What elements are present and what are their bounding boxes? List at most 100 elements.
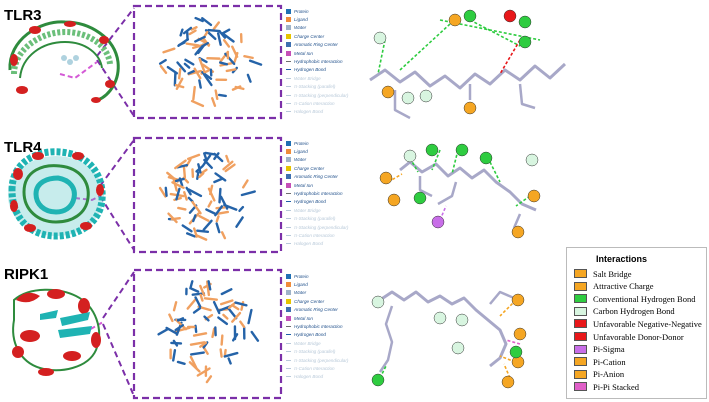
stick-bond (248, 59, 263, 66)
stick-bond (162, 47, 176, 54)
mini-legend-swatch (286, 226, 291, 228)
mini-legend-swatch (286, 157, 291, 163)
residue-disc (518, 15, 532, 29)
stick-bond (205, 208, 216, 215)
legend-swatch (574, 332, 587, 341)
stick-bond (231, 333, 239, 342)
interaction-line (499, 355, 521, 365)
stick-bond (190, 351, 205, 356)
stick-bond (194, 324, 198, 334)
mini-legend-item-bridge: Water Bridge (284, 339, 360, 347)
residue-disc (448, 13, 462, 27)
stick-bond (196, 171, 200, 181)
mini-legend-swatch (286, 273, 291, 279)
stick-bond (176, 61, 187, 73)
legend-label: Attractive Charge (593, 281, 654, 292)
residue-backbone (393, 90, 411, 120)
stick-bond (189, 341, 206, 346)
stick-bond (172, 348, 177, 362)
mini-legend-label: π-Stacking (perpendicular) (294, 92, 349, 98)
stick-bond (177, 206, 187, 211)
stick-bond (196, 367, 211, 377)
zoom-box-tlr3 (132, 4, 283, 120)
stick-bond (199, 284, 206, 297)
stick-bond (207, 28, 221, 33)
legend-label: Pi-Sigma (593, 344, 625, 355)
mini-legend-item-protein: Protein (284, 272, 360, 280)
residue-disc (509, 345, 523, 359)
mini-legend-item-hbond: Hydrogen Bond (284, 66, 360, 74)
stick-bond (172, 301, 178, 312)
stick-bond (191, 292, 206, 296)
mini-legend-label: π-Cation Interaction (294, 232, 335, 238)
residue-disc (525, 153, 539, 167)
mini-legend-label: Water (294, 157, 307, 163)
mini-legend-swatch (286, 140, 291, 146)
stick-bond (189, 280, 194, 290)
stick-bond (234, 301, 248, 307)
stick-bond (240, 190, 256, 197)
legend-swatch (574, 306, 587, 316)
stick-bond (227, 307, 238, 320)
residue-disc (413, 191, 427, 205)
mini-legend-swatch (286, 111, 291, 113)
residue-disc (451, 341, 465, 355)
stick-bond (202, 73, 213, 87)
stick-bond (235, 216, 244, 228)
stick-bond (194, 296, 202, 308)
stick-bond (225, 68, 237, 73)
legend-label: Unfavorable Negative-Negative (593, 318, 702, 329)
mini-legend-swatch (286, 376, 291, 378)
stick-bond (241, 179, 249, 189)
mini-legend-item-halogen: Halogen Bond (284, 108, 360, 116)
protein-structure-tlr4 (8, 148, 106, 240)
mini-legend-item-water: Water (284, 289, 360, 297)
legend-item: Attractive Charge (574, 281, 654, 292)
stick-bond (174, 159, 187, 170)
stick-bond (182, 26, 193, 35)
stick-bond (186, 232, 196, 238)
stick-bond (219, 61, 229, 66)
legend-label: Unfavorable Donor-Donor (593, 331, 684, 342)
panel-title-tlr4: TLR4 (4, 139, 42, 156)
stick-bond (174, 177, 185, 183)
mini-legend-label: π-Stacking (parallel) (294, 216, 336, 222)
mini-legend-swatch (286, 50, 291, 56)
stick-bond (185, 42, 200, 47)
mini-legend-swatch (286, 234, 291, 236)
stick-bond (243, 55, 254, 60)
stick-bond (231, 311, 242, 323)
stick-bond (198, 214, 210, 222)
mini-legend-item-picat: π-Cation Interaction (284, 364, 360, 372)
stick-bond (196, 229, 210, 234)
stick-bond (222, 313, 229, 320)
pocket-markers (59, 61, 104, 335)
mini-legend-label: Metal Ion (294, 315, 313, 321)
stick-bond (218, 187, 222, 204)
stick-bond (176, 360, 186, 366)
stick-bond (207, 280, 212, 291)
stick-bond (239, 320, 246, 329)
stick-bond (190, 99, 205, 108)
mini-legend-swatch (286, 69, 291, 71)
residue-backbone (518, 83, 536, 110)
stick-bond (220, 299, 234, 306)
mini-legend-label: Protein (294, 273, 309, 279)
stick-bond (159, 64, 168, 75)
mini-legend-label: Hydrogen Bond (294, 199, 326, 205)
legend-label: Carbon Hydrogen Bond (593, 306, 675, 317)
interaction-line (431, 149, 441, 171)
stick-bond (194, 16, 204, 23)
residue-disc (381, 85, 395, 99)
stick-bond (190, 287, 200, 293)
residue-disc (387, 193, 401, 207)
mini-legend-label: π-Stacking (perpendicular) (294, 224, 349, 230)
stick-bond (179, 28, 184, 37)
legend-swatch (574, 382, 587, 392)
mini-legend-item-ligand: Ligand (284, 147, 360, 155)
stick-bond (217, 316, 229, 326)
stick-bond (193, 67, 202, 80)
mini-legend-label: Hydrogen Bond (294, 332, 326, 338)
mini-legend-label: Aromatic Ring Center (294, 42, 338, 48)
